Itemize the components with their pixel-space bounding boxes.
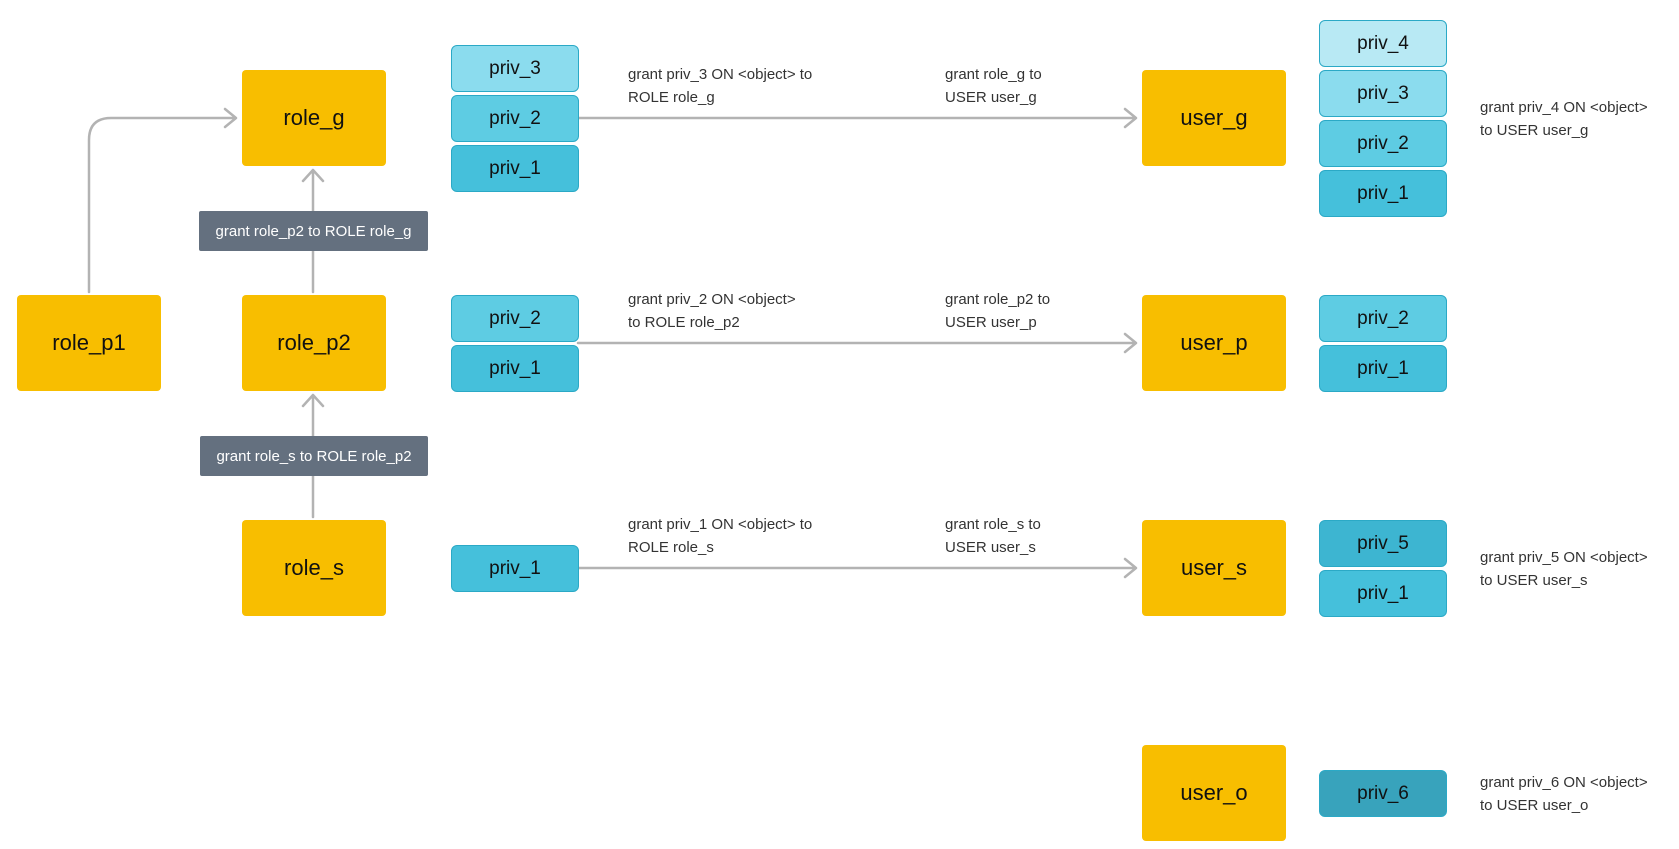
priv-user-s-priv-5[interactable]: priv_5	[1319, 520, 1447, 567]
priv-role-g-priv-2[interactable]: priv_2	[451, 95, 579, 142]
arrow-role-p1-to-role-g	[87, 107, 238, 294]
grant-text-priv-role-p2: grant priv_2 ON <object> to ROLE role_p2	[628, 288, 796, 334]
grant-text-line: ROLE role_g	[628, 89, 715, 106]
arrow-role-p2-to-user-p	[576, 332, 1138, 354]
user-node-user-s[interactable]: user_s	[1142, 520, 1286, 616]
grant-text-line: grant priv_4 ON <object>	[1480, 99, 1648, 116]
priv-user-g-priv-2[interactable]: priv_2	[1319, 120, 1447, 167]
grant-text-role-to-user-s: grant role_s to USER user_s	[945, 513, 1041, 559]
role-node-role-p2[interactable]: role_p2	[242, 295, 386, 391]
grant-text-line: grant role_g to	[945, 66, 1042, 83]
priv-user-p-priv-2[interactable]: priv_2	[1319, 295, 1447, 342]
grant-text-role-to-user-p: grant role_p2 to USER user_p	[945, 288, 1050, 334]
role-node-role-p1[interactable]: role_p1	[17, 295, 161, 391]
role-node-role-s[interactable]: role_s	[242, 520, 386, 616]
grant-text-priv-role-s: grant priv_1 ON <object> to ROLE role_s	[628, 513, 812, 559]
role-node-role-g[interactable]: role_g	[242, 70, 386, 166]
grant-text-direct-user-s: grant priv_5 ON <object> to USER user_s	[1480, 546, 1648, 592]
grant-text-line: grant role_p2 to	[945, 291, 1051, 308]
priv-role-s-priv-1[interactable]: priv_1	[451, 545, 579, 592]
grant-text-line: ROLE role_s	[628, 539, 714, 556]
grant-text-direct-user-o: grant priv_6 ON <object> to USER user_o	[1480, 771, 1648, 817]
priv-user-s-priv-1[interactable]: priv_1	[1319, 570, 1447, 617]
arrow-role-g-to-user-g	[576, 107, 1138, 129]
grant-text-priv-role-g: grant priv_3 ON <object> to ROLE role_g	[628, 63, 812, 109]
grant-text-line: USER user_p	[945, 314, 1037, 331]
priv-user-p-priv-1[interactable]: priv_1	[1319, 345, 1447, 392]
grant-text-line: grant priv_1 ON <object> to	[628, 516, 813, 533]
priv-user-g-priv-1[interactable]: priv_1	[1319, 170, 1447, 217]
user-node-user-p[interactable]: user_p	[1142, 295, 1286, 391]
arrow-role-s-to-user-s	[576, 557, 1138, 579]
grant-text-role-to-user-g: grant role_g to USER user_g	[945, 63, 1042, 109]
grant-text-line: USER user_s	[945, 539, 1036, 556]
user-node-user-g[interactable]: user_g	[1142, 70, 1286, 166]
priv-role-p2-priv-1[interactable]: priv_1	[451, 345, 579, 392]
priv-role-g-priv-3[interactable]: priv_3	[451, 45, 579, 92]
grant-text-line: grant priv_6 ON <object>	[1480, 774, 1648, 791]
grant-text-line: grant priv_2 ON <object>	[628, 291, 796, 308]
grant-text-line: USER user_g	[945, 89, 1037, 106]
grant-text-line: to USER user_s	[1480, 572, 1588, 589]
grant-text-line: grant role_s to	[945, 516, 1041, 533]
grant-text-direct-user-g: grant priv_4 ON <object> to USER user_g	[1480, 96, 1648, 142]
grant-text-line: to USER user_o	[1480, 797, 1589, 814]
grant-text-line: to ROLE role_p2	[628, 314, 740, 331]
priv-role-g-priv-1[interactable]: priv_1	[451, 145, 579, 192]
grant-text-line: to USER user_g	[1480, 122, 1589, 139]
priv-role-p2-priv-2[interactable]: priv_2	[451, 295, 579, 342]
grant-label-role-p2-to-role-g: grant role_p2 to ROLE role_g	[199, 211, 428, 251]
grant-label-role-s-to-role-p2: grant role_s to ROLE role_p2	[200, 436, 428, 476]
user-node-user-o[interactable]: user_o	[1142, 745, 1286, 841]
priv-user-o-priv-6[interactable]: priv_6	[1319, 770, 1447, 817]
grant-text-line: grant priv_5 ON <object>	[1480, 549, 1648, 566]
priv-user-g-priv-4[interactable]: priv_4	[1319, 20, 1447, 67]
grant-text-line: grant priv_3 ON <object> to	[628, 66, 813, 83]
priv-user-g-priv-3[interactable]: priv_3	[1319, 70, 1447, 117]
